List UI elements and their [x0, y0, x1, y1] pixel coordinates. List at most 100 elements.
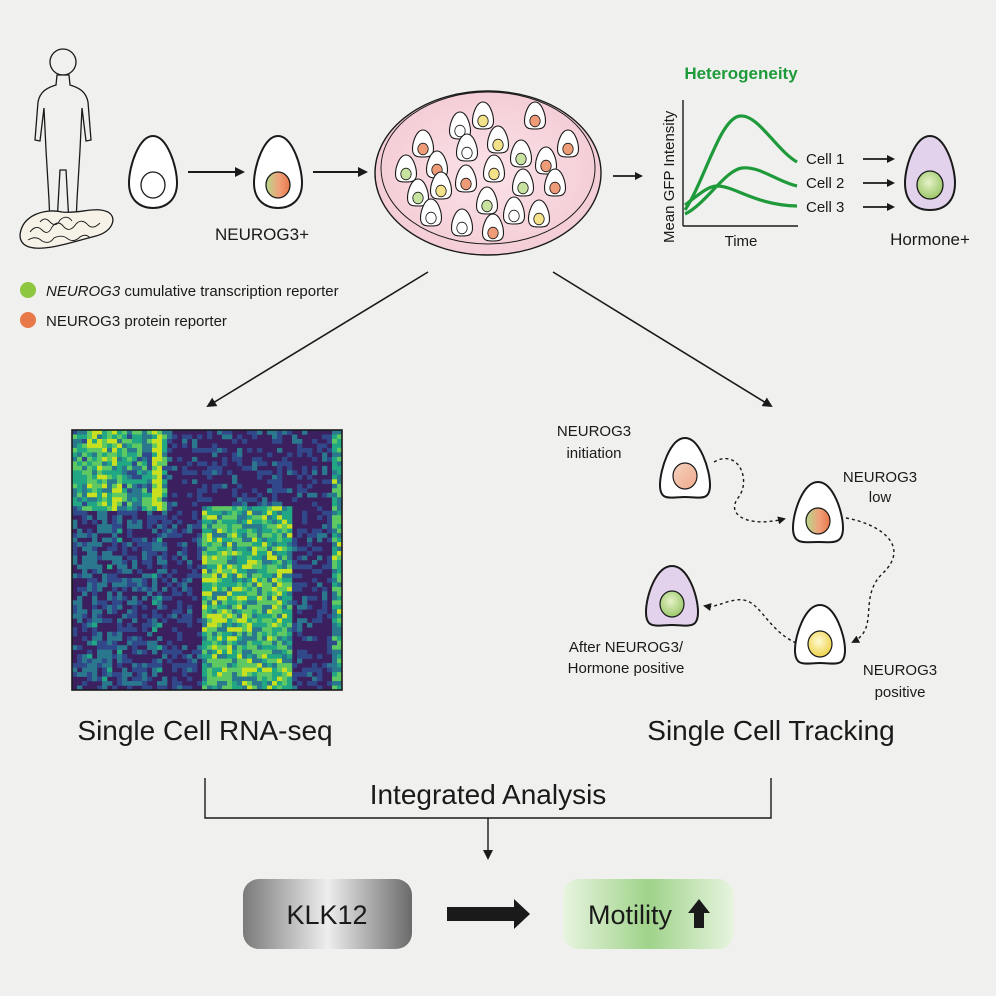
heatmap-cell: [132, 537, 138, 543]
heatmap-cell: [212, 631, 218, 637]
heatmap-cell: [152, 627, 158, 633]
heatmap-cell: [107, 654, 113, 659]
heatmap-cell: [97, 658, 103, 664]
heatmap-cell: [207, 528, 213, 534]
heatmap-cell: [107, 663, 113, 668]
heatmap-cell: [222, 649, 228, 655]
heatmap-cell: [142, 465, 148, 471]
heatmap-cell: [227, 609, 233, 615]
heatmap-cell: [222, 447, 228, 453]
heatmap-cell: [122, 667, 128, 673]
heatmap-cell: [247, 649, 253, 655]
heatmap-cell: [332, 672, 338, 677]
heatmap-cell: [152, 438, 158, 444]
heatmap-cell: [137, 568, 143, 574]
heatmap-cell: [212, 622, 218, 628]
heatmap-cell: [262, 645, 268, 650]
heatmap-cell: [257, 577, 263, 583]
heatmap-cell: [212, 506, 218, 511]
heatmap-cell: [292, 672, 298, 677]
heatmap-cell: [237, 461, 243, 467]
heatmap-cell: [277, 618, 283, 624]
heatmap-cell: [157, 470, 163, 476]
heatmap-cell: [97, 506, 103, 511]
heatmap-cell: [147, 510, 153, 516]
heatmap-cell: [227, 586, 233, 592]
heatmap-cell: [132, 636, 138, 641]
heatmap-cell: [222, 510, 228, 516]
dish-cell: [511, 168, 535, 197]
heatmap-cell: [107, 551, 113, 556]
heatmap-cell: [337, 582, 343, 588]
heatmap-cell: [277, 595, 283, 601]
heatmap-cell: [107, 640, 113, 646]
heatmap-cell: [282, 595, 288, 601]
heatmap-cell: [272, 586, 278, 592]
heatmap-cell: [147, 564, 153, 570]
heatmap-cell: [267, 667, 273, 673]
heatmap-cell: [152, 577, 158, 583]
heatmap-cell: [267, 636, 273, 641]
heatmap-cell: [287, 672, 293, 677]
heatmap-cell: [292, 676, 298, 682]
heatmap-cell: [257, 564, 263, 570]
dish-cell: [429, 171, 453, 200]
heatmap-cell: [102, 681, 108, 686]
heatmap-cell: [287, 555, 293, 561]
heatmap-cell: [202, 555, 208, 561]
heatmap-cell: [257, 658, 263, 664]
heatmap-cell: [242, 506, 248, 511]
heatmap-cell: [152, 663, 158, 668]
heatmap-cell: [257, 627, 263, 633]
heatmap-cell: [232, 658, 238, 664]
heatmap-cell: [92, 560, 98, 565]
heatmap-cell: [82, 654, 88, 659]
heatmap-cell: [102, 483, 108, 489]
heatmap-cell: [127, 640, 133, 646]
heatmap-cell: [322, 434, 328, 440]
heatmap-cell: [272, 573, 278, 579]
heatmap-cell: [267, 577, 273, 583]
heatmap-cell: [257, 654, 263, 659]
heatmap-cell: [332, 658, 338, 664]
heatmap-cell: [117, 488, 123, 494]
heatmap-cell: [87, 658, 93, 664]
culture-dish: [374, 90, 602, 256]
heatmap-cell: [162, 645, 168, 650]
heatmap-cell: [252, 524, 258, 529]
heatmap-cell: [247, 465, 253, 471]
rnaseq-caption: Single Cell RNA-seq: [77, 715, 332, 746]
heatmap-cell: [97, 568, 103, 574]
heatmap-cell: [122, 613, 128, 619]
heatmap-cell: [252, 586, 258, 592]
heatmap-cell: [147, 447, 153, 453]
heatmap-cell: [137, 537, 143, 543]
heatmap-cell: [72, 470, 78, 476]
heatmap-cell: [182, 434, 188, 440]
heatmap-cell: [267, 479, 273, 485]
heatmap-cell: [217, 560, 223, 565]
heatmap-cell: [207, 681, 213, 686]
heatmap-cell: [97, 542, 103, 547]
heatmap-cell: [187, 676, 193, 682]
heatmap-cell: [337, 533, 343, 538]
heatmap-cell: [157, 465, 163, 471]
heatmap-cell: [297, 564, 303, 570]
heatmap-cell: [162, 479, 168, 485]
heatmap-cell: [267, 537, 273, 543]
heatmap-cell: [107, 452, 113, 458]
heatmap-cell: [292, 622, 298, 628]
heatmap-cell: [282, 582, 288, 588]
heatmap-cell: [72, 546, 78, 552]
heatmap-cell: [262, 627, 268, 633]
heatmap-cell: [272, 600, 278, 606]
heatmap-cell: [277, 519, 283, 525]
heatmap-cell: [277, 542, 283, 547]
heatmap-cell: [282, 640, 288, 646]
heatmap-cell: [102, 582, 108, 588]
heatmap-cell: [137, 479, 143, 485]
heatmap-cell: [82, 573, 88, 579]
heatmap-cell: [227, 618, 233, 624]
heatmap-cell: [232, 604, 238, 610]
heatmap-cell: [97, 452, 103, 458]
